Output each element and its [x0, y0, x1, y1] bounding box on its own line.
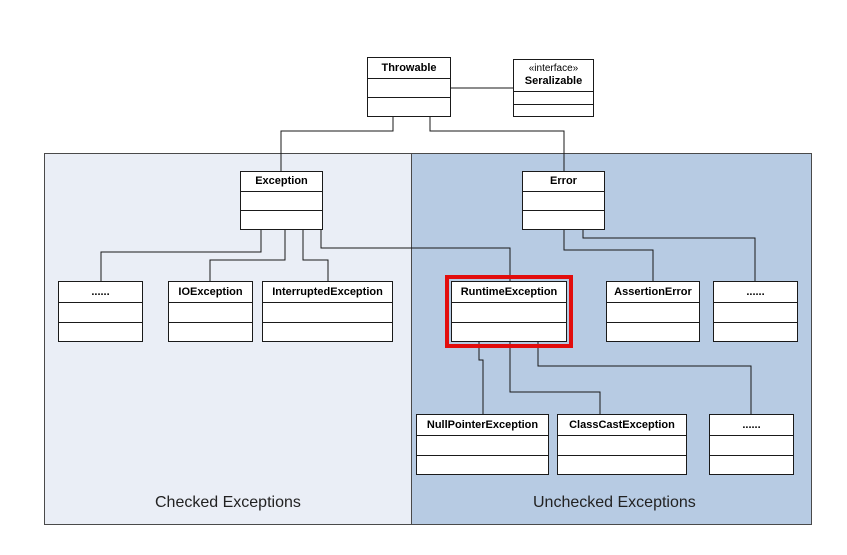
exception-attributes — [241, 192, 322, 211]
error-ellipsis-methods — [714, 323, 797, 341]
throwable-class: Throwable — [367, 57, 451, 117]
interruptedexception-label: InterruptedException — [263, 282, 392, 303]
error-ellipsis-label: ...... — [714, 282, 797, 303]
interruptedexception-attributes — [263, 303, 392, 323]
classcastexception-attributes — [558, 436, 686, 456]
nullpointerexception-class: NullPointerException — [416, 414, 549, 475]
connector-throwable-error — [429, 117, 565, 171]
unchecked-exceptions-caption: Unchecked Exceptions — [533, 494, 696, 511]
runtimeexception-methods — [452, 323, 566, 341]
runtimeexception-attributes — [452, 303, 566, 323]
ioexception-attributes — [169, 303, 252, 323]
checked-ellipsis-attributes — [59, 303, 142, 323]
exception-class: Exception — [240, 171, 323, 230]
nullpointerexception-methods — [417, 456, 548, 474]
checked-ellipsis-label: ...... — [59, 282, 142, 303]
runtime-ellipsis-methods — [710, 456, 793, 474]
error-ellipsis-attributes — [714, 303, 797, 323]
error-label: Error — [523, 172, 604, 192]
serializable-header: «interface» Seralizable — [514, 60, 593, 92]
assertionerror-class: AssertionError — [606, 281, 700, 342]
runtimeexception-label: RuntimeException — [452, 282, 566, 303]
nullpointerexception-attributes — [417, 436, 548, 456]
connector-exception-interruptedexception — [302, 230, 329, 281]
connector-error-assertionerror — [563, 230, 654, 281]
throwable-methods — [368, 98, 450, 116]
runtime-ellipsis-label: ...... — [710, 415, 793, 436]
assertionerror-label: AssertionError — [607, 282, 699, 303]
serializable-interface: «interface» Seralizable — [513, 59, 594, 117]
assertionerror-methods — [607, 323, 699, 341]
interface-stereotype: «interface» — [528, 63, 579, 74]
classcastexception-class: ClassCastException — [557, 414, 687, 475]
classcastexception-label: ClassCastException — [558, 415, 686, 436]
connector-runtime-ellipsis — [537, 342, 752, 414]
checked-ellipsis-class: ...... — [58, 281, 143, 342]
connector-error-ellipsis — [582, 230, 756, 281]
classcastexception-methods — [558, 456, 686, 474]
connector-throwable-exception — [280, 117, 394, 171]
error-ellipsis-class: ...... — [713, 281, 798, 342]
throwable-label: Throwable — [368, 58, 450, 79]
exception-label: Exception — [241, 172, 322, 192]
ioexception-label: IOException — [169, 282, 252, 303]
interruptedexception-class: InterruptedException — [262, 281, 393, 342]
assertionerror-attributes — [607, 303, 699, 323]
connector-exception-checked-ellipsis — [100, 230, 262, 281]
nullpointerexception-label: NullPointerException — [417, 415, 548, 436]
throwable-attributes — [368, 79, 450, 98]
connector-exception-ioexception — [209, 230, 286, 281]
ioexception-methods — [169, 323, 252, 341]
connector-runtime-classcast — [509, 342, 601, 414]
connector-runtime-nullpointer — [478, 342, 484, 414]
ioexception-class: IOException — [168, 281, 253, 342]
runtimeexception-class: RuntimeException — [445, 275, 573, 348]
exception-methods — [241, 211, 322, 229]
serializable-attributes — [514, 92, 593, 105]
serializable-label: Seralizable — [524, 75, 583, 87]
runtime-ellipsis-attributes — [710, 436, 793, 456]
serializable-methods — [514, 105, 593, 116]
interruptedexception-methods — [263, 323, 392, 341]
checked-ellipsis-methods — [59, 323, 142, 341]
connector-exception-runtimeexception — [320, 230, 511, 281]
error-attributes — [523, 192, 604, 211]
checked-exceptions-caption: Checked Exceptions — [155, 494, 301, 511]
error-methods — [523, 211, 604, 229]
runtime-ellipsis-class: ...... — [709, 414, 794, 475]
error-class: Error — [522, 171, 605, 230]
